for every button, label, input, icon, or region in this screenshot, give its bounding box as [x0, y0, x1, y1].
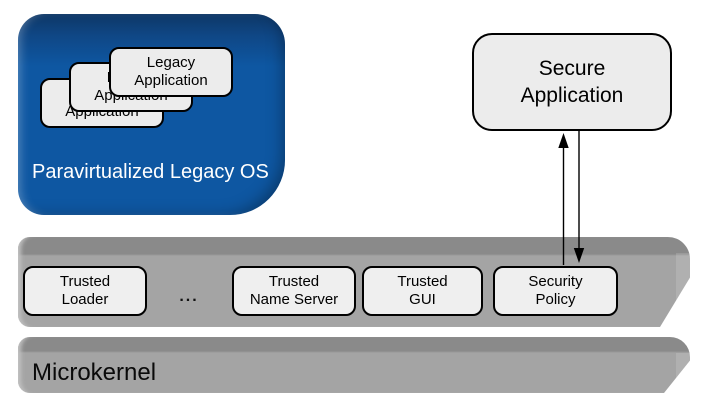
security-policy-box: Security Policy [493, 266, 618, 316]
microkernel-bar: Microkernel [18, 337, 690, 393]
secure-application-box: Secure Application [472, 33, 672, 131]
trusted-loader-box: Trusted Loader [23, 266, 147, 316]
paravirtualized-legacy-os-box: Legacy Application Legacy Application Le… [18, 14, 285, 215]
trusted-gui-box: Trusted GUI [362, 266, 483, 316]
ellipsis-more-services: ... [179, 288, 199, 305]
microkernel-label: Microkernel [32, 358, 157, 386]
arrow-up-head-icon [558, 133, 569, 148]
legacy-os-label: Paravirtualized Legacy OS [32, 161, 269, 183]
trusted-name-server-box: Trusted Name Server [232, 266, 356, 316]
trusted-services-bar: Trusted Loader ... Trusted Name Server T… [18, 237, 690, 327]
legacy-application-box-front: Legacy Application [109, 47, 233, 97]
